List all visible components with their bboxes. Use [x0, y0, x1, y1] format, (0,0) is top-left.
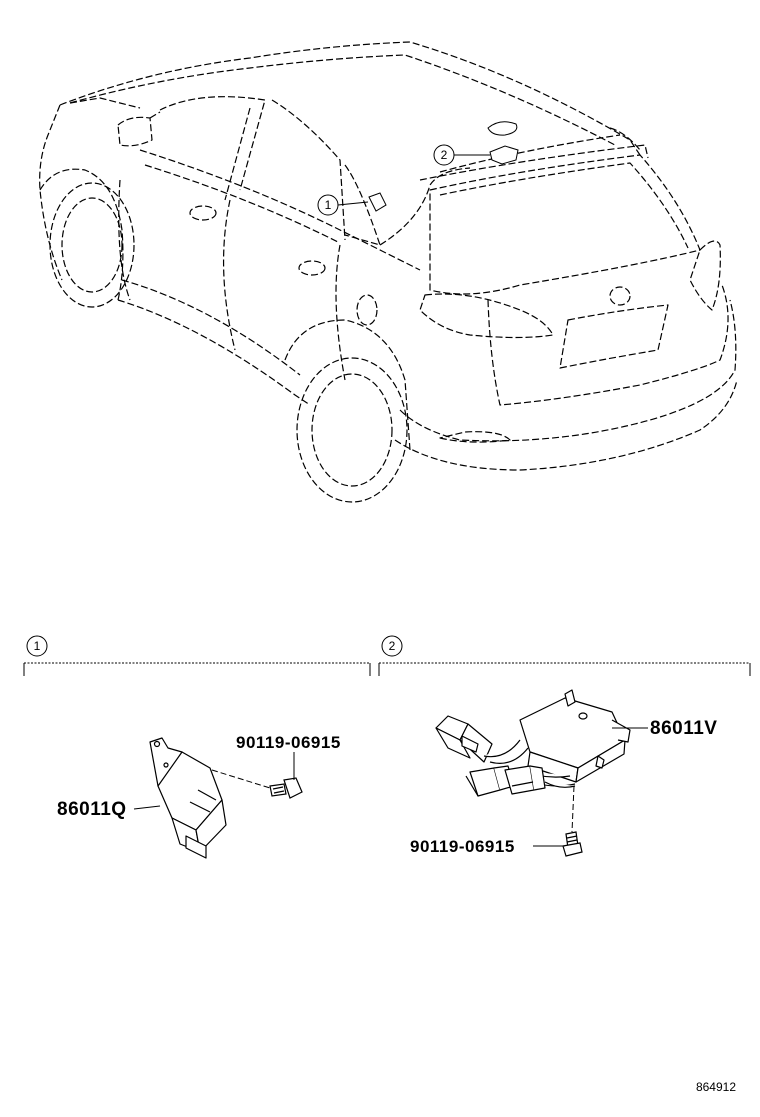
bolt-section-1 — [269, 777, 303, 799]
vehicle-illustration — [39, 41, 738, 503]
part-number-90119-06915-s2: 90119-06915 — [410, 837, 515, 856]
sensor-location-1 — [368, 192, 387, 212]
svg-text:1: 1 — [325, 198, 332, 212]
part-number-86011q: 86011Q — [57, 799, 127, 820]
svg-text:2: 2 — [441, 148, 448, 162]
callout-2-on-vehicle: 2 — [433, 144, 490, 166]
relay-86011q-drawing — [149, 737, 227, 859]
bolt-section-2 — [562, 831, 583, 857]
figure-code: 864912 — [696, 1080, 736, 1094]
callout-1-on-vehicle: 1 — [317, 194, 369, 216]
part-number-86011v: 86011V — [650, 718, 717, 739]
sensor-location-2 — [487, 121, 519, 165]
module-86011v-drawing — [435, 689, 631, 797]
part-number-90119-06915-s1: 90119-06915 — [236, 733, 341, 752]
section-2-header: 2 — [378, 635, 751, 676]
section-1-header: 1 — [23, 635, 371, 676]
section-2-callout: 2 — [389, 639, 396, 653]
section-1-callout: 1 — [34, 639, 41, 653]
